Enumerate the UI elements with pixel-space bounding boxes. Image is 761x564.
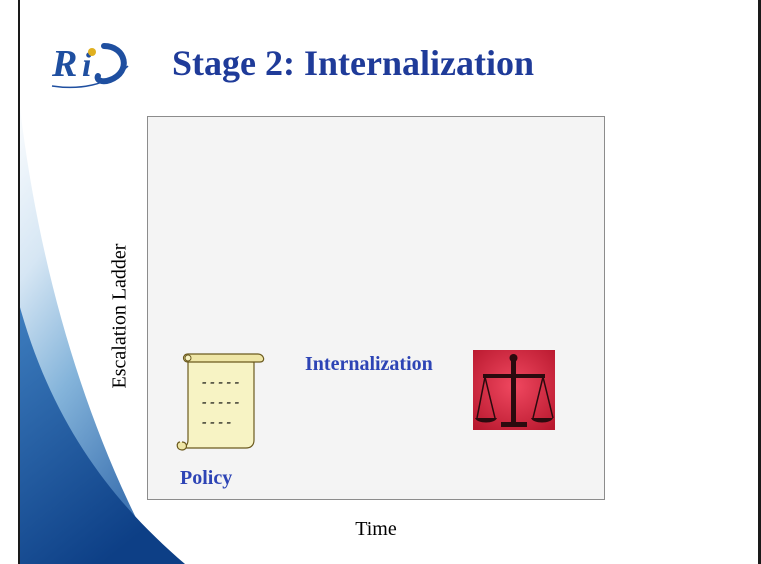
- slide-border-right: [758, 0, 761, 564]
- scroll-text-line: - - - - -: [202, 375, 240, 390]
- slide-border-left: [18, 0, 20, 564]
- scroll-text-line: - - - - -: [202, 395, 240, 410]
- internalization-label: Internalization: [305, 353, 433, 375]
- balance-scale-icon: [473, 350, 555, 430]
- svg-text:R: R: [51, 43, 77, 85]
- scroll-text-line: - - - -: [202, 415, 231, 430]
- policy-label: Policy: [180, 467, 233, 489]
- scroll-icon: - - - - - - - - - - - - - -: [176, 353, 265, 451]
- y-axis-label: Escalation Ladder: [108, 243, 131, 389]
- x-axis-label: Time: [355, 518, 397, 540]
- rid-logo-icon: R i: [51, 43, 129, 89]
- svg-text:i: i: [82, 47, 92, 84]
- slide-title: Stage 2: Internalization: [172, 43, 534, 83]
